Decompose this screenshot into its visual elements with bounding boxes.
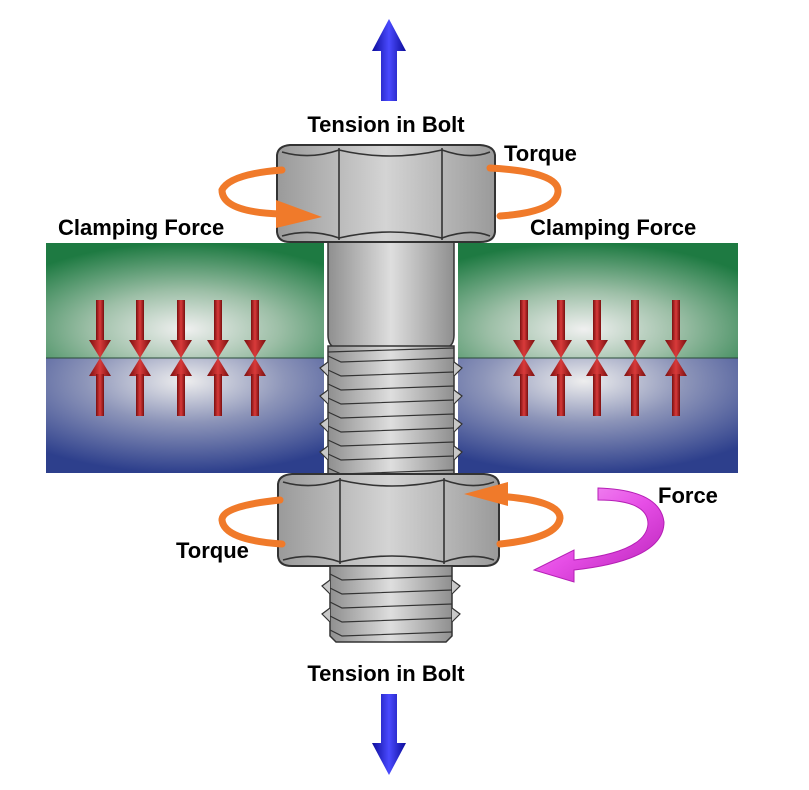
clamping-force-right-label: Clamping Force [530,215,696,240]
force-arrow-icon [532,487,665,583]
tension-top-arrow-icon [372,19,406,101]
bolt-thread-lower [321,565,461,643]
tension-bottom-arrow-icon [372,694,406,775]
nut [277,473,500,567]
torque-top-icon [218,164,562,228]
torque-top-label: Torque [504,141,577,166]
right-clamped-plates [458,243,738,473]
bolt-shank [327,239,455,349]
tension-top-label: Tension in Bolt [307,112,465,137]
tension-bottom-label: Tension in Bolt [307,661,465,686]
bolt-head [276,144,496,243]
force-label: Force [658,483,718,508]
clamping-force-left-label: Clamping Force [58,215,224,240]
left-clamped-plates [46,243,324,473]
bolt-thread-upper [319,345,463,477]
torque-bottom-icon [218,482,564,548]
torque-bottom-label: Torque [176,538,249,563]
